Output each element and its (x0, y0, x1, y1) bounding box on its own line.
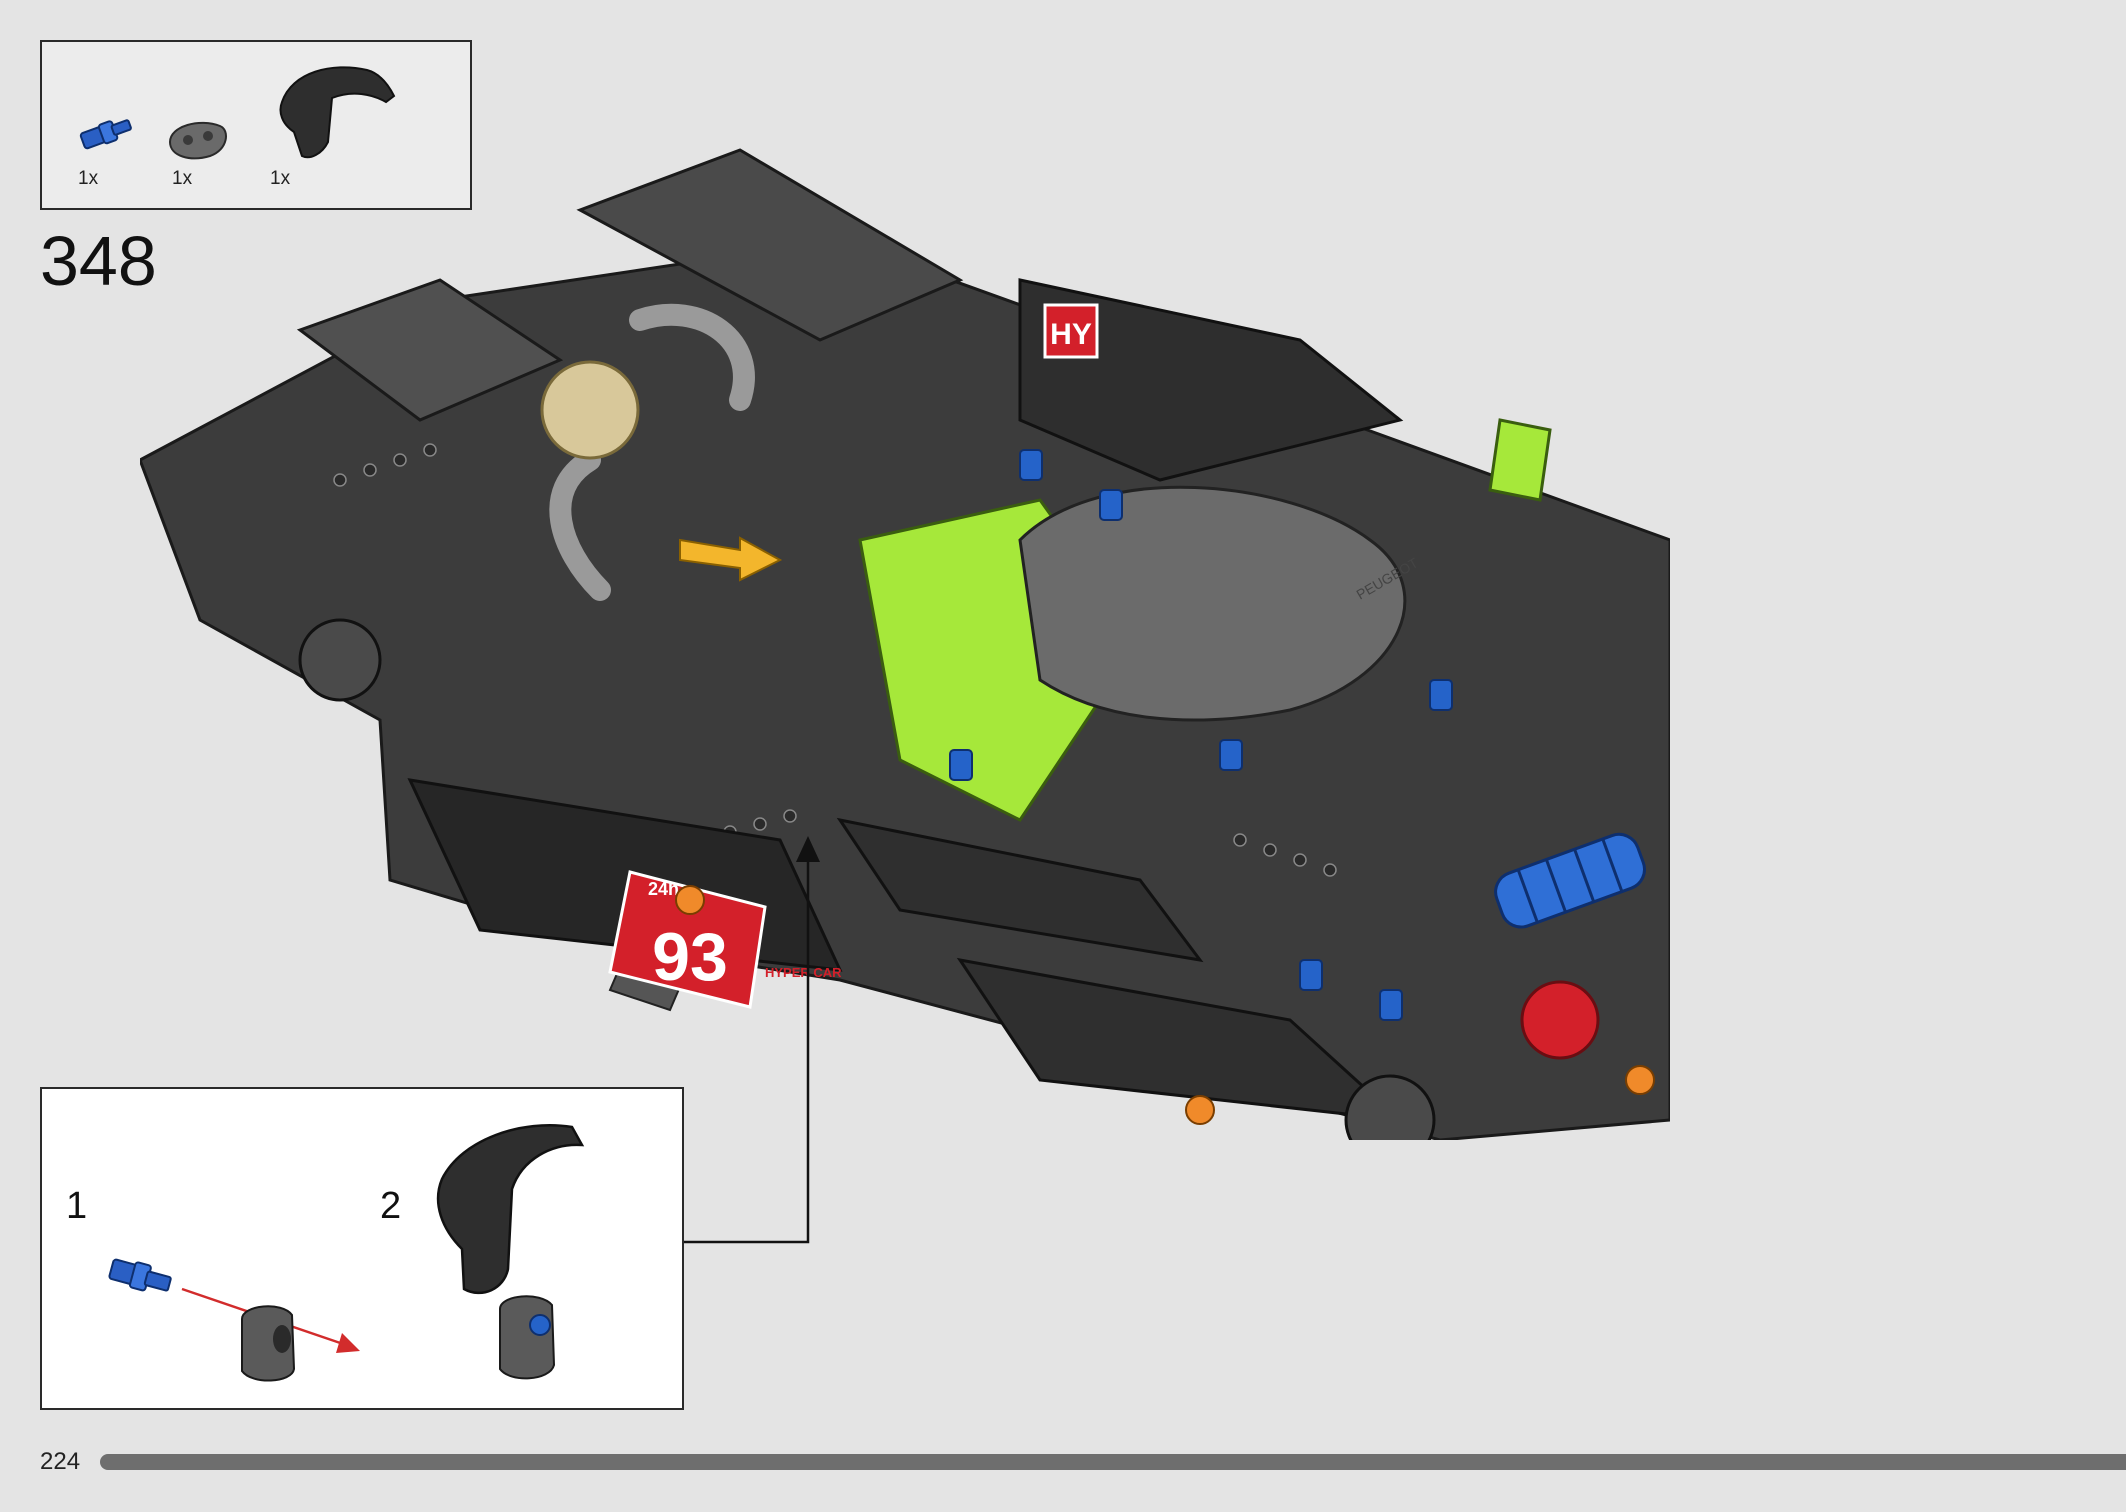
substep-number-1: 1 (66, 1185, 88, 1227)
substep2-panel-icon (436, 1124, 585, 1295)
part-qty-3: 1x (270, 168, 291, 189)
blue-axle-pin-icon (79, 119, 132, 150)
grey-tube (629, 303, 755, 411)
page-number: 224 (40, 1448, 81, 1475)
insertion-arrowhead-icon (336, 1333, 360, 1353)
substep-number-2: 2 (380, 1185, 402, 1227)
substep-illustrations (108, 1124, 585, 1382)
substep1-connector-icon (241, 1305, 296, 1382)
yellow-direction-arrow (679, 536, 783, 582)
hy-fuel-pod (1018, 278, 1404, 482)
substeps-box: 1 2 (40, 1087, 684, 1410)
race-number: 93 (652, 919, 728, 995)
beige-gear (540, 360, 640, 460)
grey-connector-icon (168, 121, 227, 160)
progress-bar (100, 1454, 2126, 1470)
hy-badge-text: HY (1050, 318, 1092, 351)
grey-tube-lower (549, 449, 611, 601)
le-mans-logo: 24h (648, 879, 679, 899)
rear-frame-beam (576, 148, 964, 342)
parts-list-box: 1x 1x 1x (40, 40, 472, 210)
blue-pins (949, 449, 1453, 1021)
red-gear (1520, 980, 1600, 1060)
front-wheel-hub (298, 618, 382, 702)
part-qty-2: 1x (172, 168, 193, 189)
lime-clip (1488, 418, 1552, 502)
side-frame-beam (296, 278, 564, 422)
parts-list-illustrations (79, 66, 396, 160)
step-number: 348 (40, 222, 157, 300)
race-car-model-illustration: HY PEUGEOT 24h 93 HYPER CAR (140, 148, 1670, 1140)
part-qty-1: 1x (78, 168, 99, 189)
substep1-blue-pin-icon (108, 1258, 172, 1292)
hy-badge-plate (1043, 303, 1099, 359)
hypercar-tag: HYPER CAR (765, 965, 842, 980)
substep2-connector-icon (499, 1295, 556, 1380)
mid-floor-panel (836, 817, 1204, 963)
black-panel-icon (279, 66, 396, 159)
engine-cover (1018, 485, 1407, 722)
rear-wheel-hub (1344, 1074, 1436, 1140)
blue-shock-absorber (1494, 832, 1646, 929)
